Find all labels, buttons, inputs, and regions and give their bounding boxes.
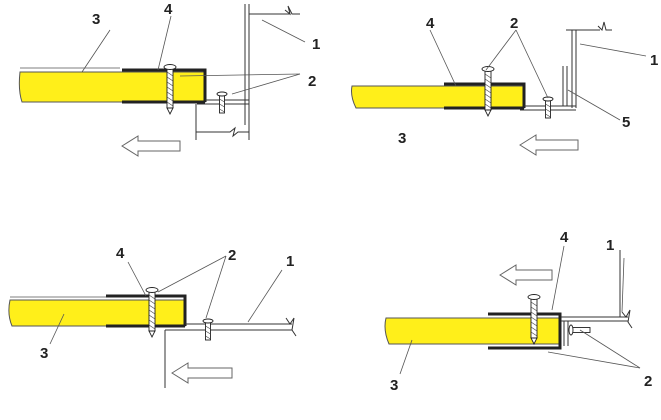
label-3: 3: [40, 345, 48, 362]
label-4: 4: [116, 245, 125, 262]
label-2: 2: [510, 15, 518, 32]
panel-3: [8, 299, 186, 327]
figure-top-right: 4 2 1 5 3: [351, 15, 658, 156]
label-2: 2: [644, 373, 652, 390]
panel-3: [351, 85, 525, 109]
label-4: 4: [560, 229, 569, 246]
profile-4: [488, 312, 562, 350]
arrow-left-icon: [519, 134, 579, 156]
label-1: 1: [650, 52, 658, 69]
screw-icon: [542, 96, 554, 119]
label-3: 3: [390, 377, 398, 394]
bracket-5: [562, 66, 568, 106]
label-3: 3: [398, 130, 406, 147]
label-3: 3: [92, 11, 100, 28]
figure-bottom-right: 4 1 2 3: [384, 229, 652, 394]
screw-icon: [568, 324, 591, 336]
label-2: 2: [308, 73, 316, 90]
label-2: 2: [228, 247, 236, 264]
panel-3: [384, 317, 562, 345]
figure-top-left: 3 4 1 2: [18, 1, 320, 157]
arrow-left-icon: [499, 264, 553, 286]
label-1: 1: [606, 237, 614, 254]
arrow-left-icon: [171, 362, 233, 384]
label-1: 1: [312, 36, 320, 53]
wall-1: [561, 250, 633, 346]
wall-1: [520, 21, 612, 111]
profile-4: [122, 68, 207, 104]
panel-3: [18, 71, 206, 103]
label-5: 5: [622, 114, 630, 131]
figure-bottom-left: 4 2 1 3: [8, 245, 297, 388]
profile-4: [106, 294, 187, 328]
screw-icon: [216, 91, 228, 114]
wall-1: [164, 317, 297, 388]
arrow-left-icon: [121, 135, 181, 157]
label-4: 4: [426, 15, 435, 32]
label-4: 4: [164, 1, 173, 18]
wall-1: [195, 4, 300, 140]
label-1: 1: [286, 253, 294, 270]
profile-4: [444, 82, 526, 110]
